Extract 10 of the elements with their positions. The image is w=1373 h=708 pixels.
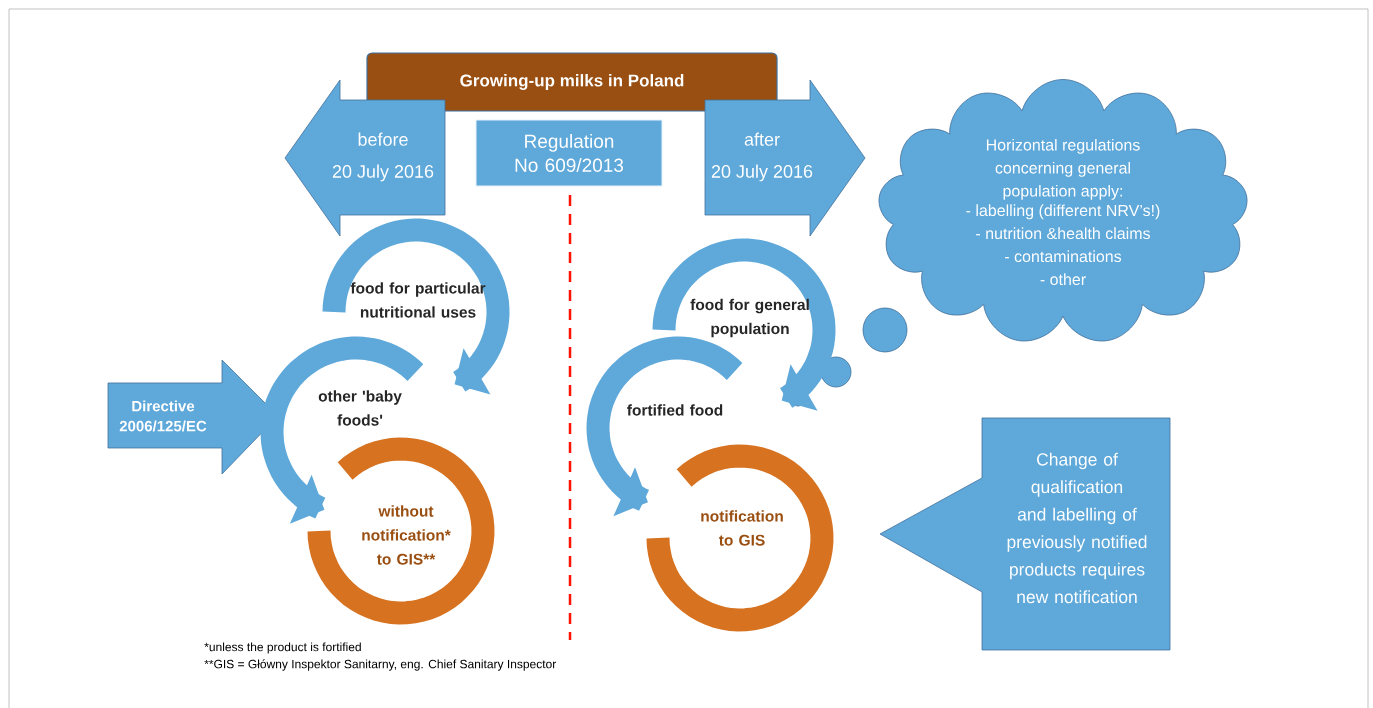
footnote: *unless the product is fortified [204,642,361,654]
ring-band: without notification* to GIS** [307,437,495,625]
pointer-box: Directive 2006/125/EC [107,359,279,475]
ring-band: notification to GIS [646,444,834,632]
title-box: Growing-up milks in Poland [366,52,778,112]
pointer-box: before 20 July 2016 [284,79,446,237]
regulation-box: Regulation No 609/2013 [475,119,663,187]
pointer-box: Change of qualification and labelling of previously notified products requires new notification [879,417,1171,651]
footnote: **GIS = Główny Inspektor Sanitarny, eng. Chief Sanitary Inspector [204,659,557,671]
pointer-box: after 20 July 2016 [704,79,866,237]
